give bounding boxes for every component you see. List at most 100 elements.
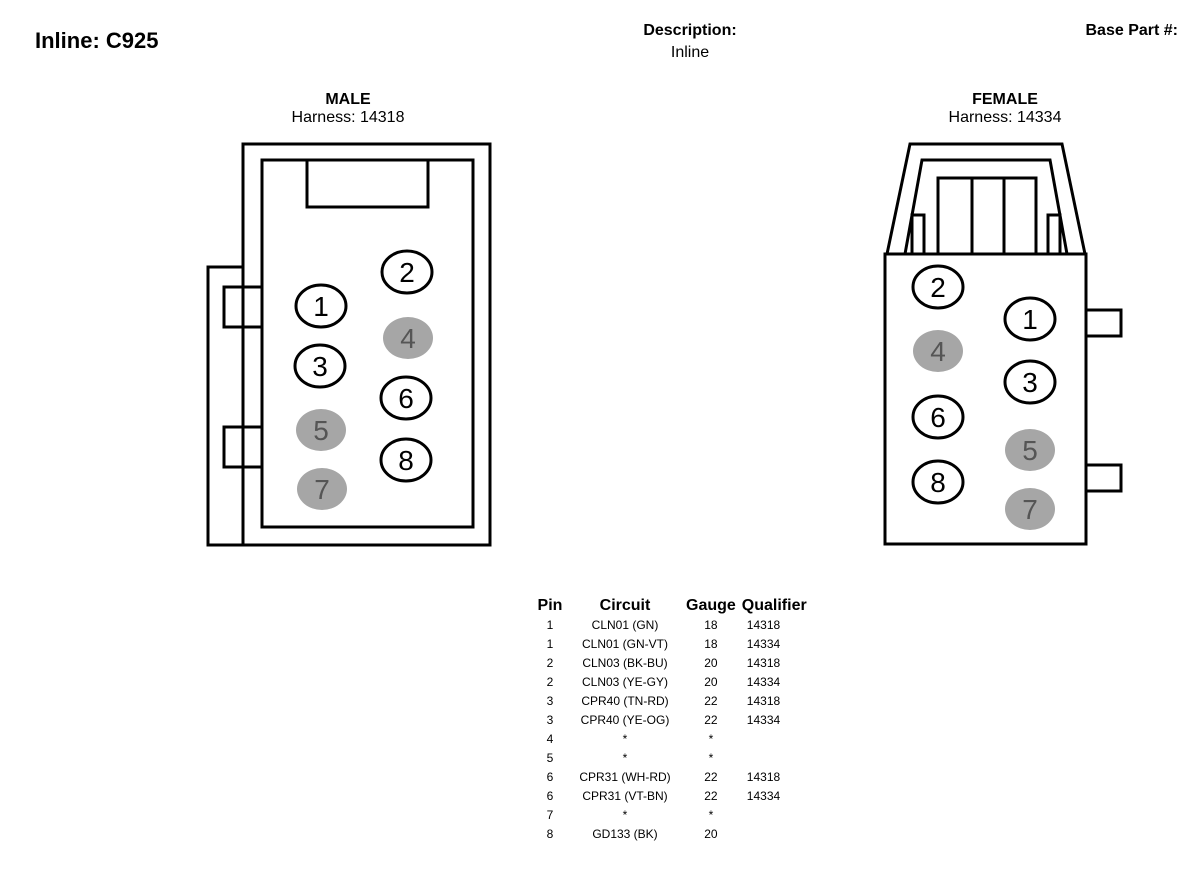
pin-table: Pin Circuit Gauge Qualifier 1 CLN01 (GN) 1… (533, 596, 810, 844)
cell-pin: 6 (546, 789, 554, 803)
male-pin-5-circle (296, 409, 346, 451)
cell-gauge: 20 (704, 827, 718, 841)
female-pin-3-circle (1003, 359, 1057, 405)
cell-qualifier: 14334 (746, 713, 781, 727)
page-title: Inline: C925 (35, 28, 159, 53)
male-pin-7-circle (297, 468, 347, 510)
cell-circuit: CLN01 (GN) (591, 618, 659, 632)
description-label: Description: (643, 22, 737, 39)
male-pin-5-label: 5 (313, 415, 329, 446)
description-block: Description: Inline (560, 22, 820, 62)
cell-gauge: 22 (704, 713, 718, 727)
male-pin-8-circle (379, 437, 433, 483)
cell-pin: 8 (546, 827, 554, 841)
cell-pin: 1 (546, 637, 554, 651)
female-latch-tab-left (910, 213, 926, 254)
male-outer-shell (241, 142, 492, 547)
cell-qualifier (739, 825, 810, 844)
female-side-key-bottom (1086, 463, 1123, 493)
table-row: 6 CPR31 (WH-RD) 22 14318 (533, 768, 810, 787)
cell-circuit: * (622, 751, 628, 765)
column-header-pin: Pin (537, 597, 563, 614)
description-value: Inline (670, 44, 710, 61)
table-row: 3 CPR40 (YE-OG) 22 14334 (533, 711, 810, 730)
female-pin-5-circle (1005, 429, 1055, 471)
female-connector-body (883, 142, 1123, 546)
base-part-label: Base Part #: (1085, 22, 1179, 39)
cell-pin: 6 (546, 770, 554, 784)
female-pin-2-label: 2 (930, 272, 946, 303)
female-pin-1-circle (1003, 296, 1057, 342)
female-pin-6-circle (911, 394, 965, 440)
cell-qualifier: 14334 (746, 675, 781, 689)
male-connector-body (206, 142, 492, 547)
cell-gauge: 20 (704, 675, 718, 689)
female-harness-label: Harness: 14334 (948, 109, 1062, 126)
cell-gauge: 18 (704, 618, 718, 632)
column-header-circuit: Circuit (599, 597, 651, 614)
cell-qualifier: 14318 (746, 770, 781, 784)
cell-gauge: * (708, 808, 714, 822)
cell-qualifier (739, 806, 810, 825)
cell-circuit: CLN01 (GN-VT) (581, 637, 668, 651)
male-harness-label: Harness: 14318 (291, 109, 405, 126)
female-pin-8-label: 8 (930, 467, 946, 498)
cell-circuit: CPR40 (YE-OG) (580, 713, 670, 727)
female-gender-label: FEMALE (972, 91, 1038, 108)
cell-circuit: GD133 (BK) (592, 827, 658, 841)
table-header-row: Pin Circuit Gauge Qualifier (533, 596, 810, 616)
cell-pin: 2 (546, 675, 554, 689)
table-row: 2 CLN03 (YE-GY) 20 14334 (533, 673, 810, 692)
male-pin-2-circle (380, 249, 434, 295)
female-pin-1-label: 1 (1022, 304, 1038, 335)
cell-gauge: 22 (704, 770, 718, 784)
female-latch-frame (936, 176, 1038, 254)
column-header-gauge: Gauge (686, 597, 736, 614)
male-latch-slot (305, 160, 430, 209)
female-pin-2-circle (911, 264, 965, 310)
cell-circuit: CLN03 (YE-GY) (581, 675, 669, 689)
male-connector-header: MALE Harness: 14318 (228, 91, 468, 127)
cell-gauge: 18 (704, 637, 718, 651)
cell-gauge: 22 (704, 694, 718, 708)
female-pin-4-circle (913, 330, 963, 372)
male-pin-8-label: 8 (398, 445, 414, 476)
cell-pin: 1 (546, 618, 554, 632)
cell-pin: 3 (546, 713, 554, 727)
female-pin-3-label: 3 (1022, 367, 1038, 398)
table-row: 7** (533, 806, 810, 825)
male-pin-7-label: 7 (314, 474, 330, 505)
cell-gauge: * (708, 732, 714, 746)
cell-pin: 4 (546, 732, 554, 746)
cell-qualifier: 14318 (746, 656, 781, 670)
column-header-qualifier: Qualifier (741, 597, 807, 614)
table-row: 5** (533, 749, 810, 768)
table-row: 8 GD133 (BK) 20 (533, 825, 810, 844)
cell-pin: 2 (546, 656, 554, 670)
cell-gauge: 22 (704, 789, 718, 803)
cell-circuit: * (622, 732, 628, 746)
male-gender-label: MALE (325, 91, 371, 108)
cell-gauge: * (708, 751, 714, 765)
cell-qualifier: 14318 (746, 694, 781, 708)
cell-qualifier (739, 730, 810, 749)
female-pin-4-label: 4 (930, 336, 946, 367)
cell-qualifier: 14318 (746, 618, 781, 632)
female-pin-5-label: 5 (1022, 435, 1038, 466)
male-side-notch-bottom (222, 425, 262, 469)
male-inner-shell (260, 158, 475, 529)
female-connector-header: FEMALE Harness: 14334 (885, 91, 1125, 127)
female-pin-6-label: 6 (930, 402, 946, 433)
cell-pin: 3 (546, 694, 554, 708)
female-latch-inner (903, 158, 1069, 256)
cell-circuit: CPR31 (WH-RD) (579, 770, 671, 784)
male-pin-3-label: 3 (312, 351, 328, 382)
male-side-notch-top (222, 285, 262, 329)
female-latch-outer (885, 142, 1087, 256)
